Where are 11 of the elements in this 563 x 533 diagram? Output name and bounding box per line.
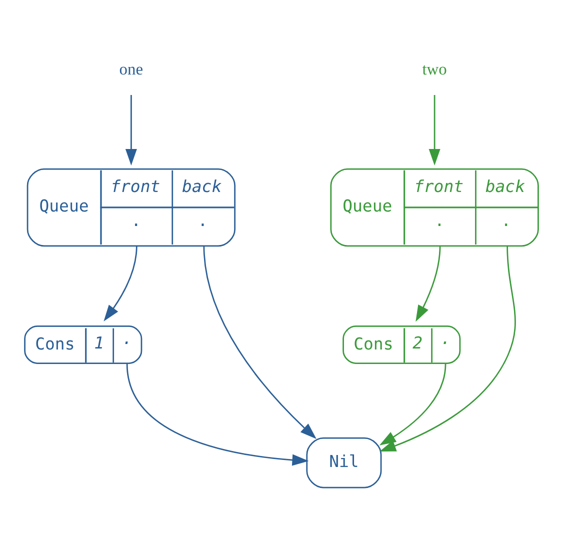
arrow — [126, 364, 309, 466]
node-text: two — [422, 59, 447, 78]
arrow — [125, 95, 137, 166]
arrow — [379, 364, 446, 446]
arrow — [428, 95, 440, 166]
arrow — [416, 246, 441, 322]
arrow — [104, 246, 138, 322]
arrow — [379, 246, 516, 452]
arrow — [203, 246, 316, 439]
node-box: Nil — [306, 437, 382, 488]
node-text: one — [119, 59, 144, 78]
